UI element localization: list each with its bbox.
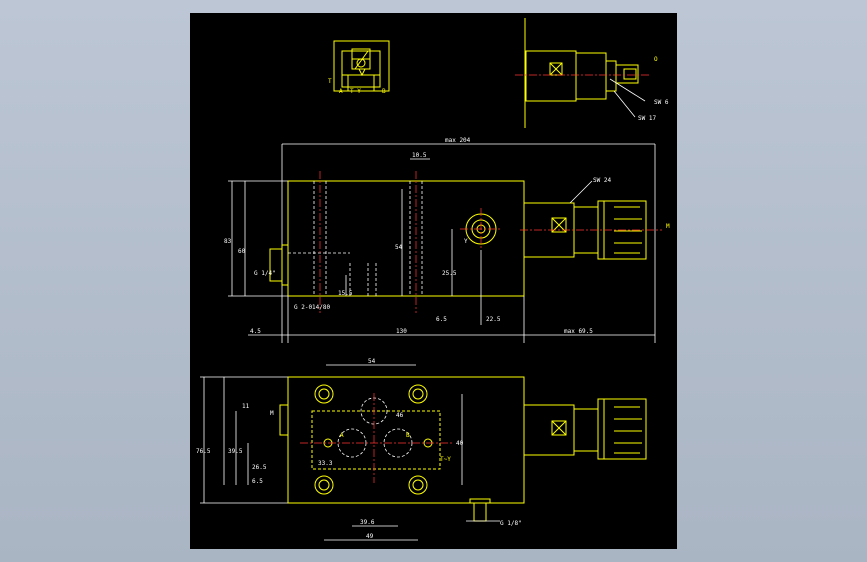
- detail-view: O SW 6 SW 17: [515, 18, 669, 128]
- plan-dim-54: 54: [368, 358, 376, 365]
- hydraulic-symbol: T A T~Y B: [328, 40, 390, 95]
- plan-dim-26-5: 26.5: [252, 464, 267, 471]
- plan-dim-46: 46: [396, 412, 404, 419]
- plan-m-label: M: [270, 410, 274, 417]
- front-height-total: 83: [224, 238, 232, 245]
- plan-port-b: B: [406, 432, 410, 439]
- front-dim-4-5: 4.5: [250, 328, 261, 335]
- front-view: max 204 10.5 Y: [224, 137, 670, 343]
- plan-view: 54 M A B T~Y: [196, 358, 647, 541]
- front-port-gauge: G 1/4": [254, 270, 276, 277]
- detail-sw6-label: SW 6: [654, 99, 669, 106]
- front-dim-22-5: 22.5: [486, 316, 501, 323]
- symbol-port-ty: T~Y: [350, 88, 361, 95]
- front-dim-25-5: 25.5: [442, 270, 457, 277]
- plan-dim-76-5: 76.5: [196, 448, 211, 455]
- detail-o-label: O: [654, 56, 658, 63]
- front-dim-15-5: 15.5: [338, 290, 353, 297]
- detail-sw17-label: SW 17: [638, 115, 656, 122]
- front-dim-130: 130: [396, 328, 407, 335]
- front-dim-54: 54: [395, 244, 403, 251]
- symbol-port-b: B: [382, 88, 386, 95]
- plan-port-a: A: [340, 432, 344, 439]
- front-thread-note: G 2-014/80: [294, 304, 331, 311]
- plan-dim-40: 40: [456, 440, 464, 447]
- cad-viewport[interactable]: T A T~Y B O SW 6 SW 17 max 204 10.5: [190, 13, 677, 549]
- plan-dim-49: 49: [366, 533, 374, 540]
- front-height-60: 60: [238, 248, 246, 255]
- front-dim-69-5: max 69.5: [564, 328, 593, 335]
- front-overall-length: max 204: [445, 137, 471, 144]
- front-dim-6-5: 6.5: [436, 316, 447, 323]
- front-y-label: Y: [464, 238, 468, 245]
- front-spacing-top: 10.5: [412, 152, 427, 159]
- symbol-port-a: A: [339, 88, 343, 95]
- plan-port-gauge: G 1/8": [500, 520, 522, 527]
- plan-dim-6-5: 6.5: [252, 478, 263, 485]
- plan-dim-39-6: 39.6: [360, 519, 375, 526]
- plan-dim-39-5: 39.5: [228, 448, 243, 455]
- front-m-label: M: [666, 223, 670, 230]
- technical-drawing: T A T~Y B O SW 6 SW 17 max 204 10.5: [196, 18, 670, 541]
- plan-port-ty: T~Y: [440, 456, 451, 463]
- front-knob-hex: SW 24: [593, 177, 611, 184]
- plan-dim-11: 11: [242, 403, 250, 410]
- symbol-port-t: T: [328, 78, 332, 85]
- plan-dim-33-3: 33.3: [318, 460, 333, 467]
